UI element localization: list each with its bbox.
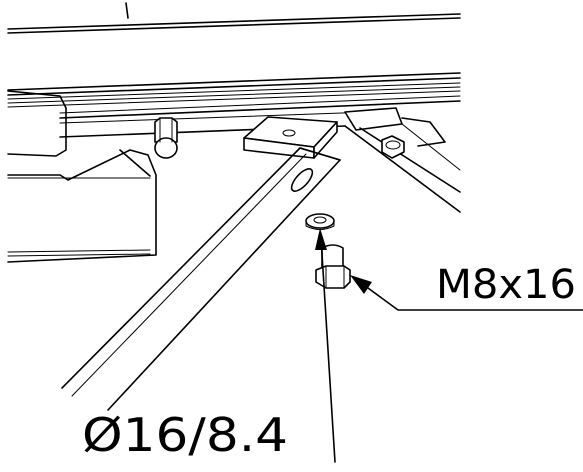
bolt-callout-label: M8x16 [436,262,576,308]
top-frame-edge [7,2,461,34]
flange-nut-icon [381,135,405,159]
washer-leader [315,228,336,463]
slotted-bar [61,147,341,411]
bolt-leader [350,275,583,311]
washer-arrowhead [315,228,327,250]
right-bracket [344,107,461,213]
horizontal-rail [7,72,461,138]
washer-callout-label: Ø16/8.4 [82,408,288,462]
bolt-arrowhead [350,275,372,294]
hex-nut-icon [154,117,178,159]
washer-icon [305,213,335,230]
square-plate [243,116,338,159]
left-housing [7,90,157,263]
